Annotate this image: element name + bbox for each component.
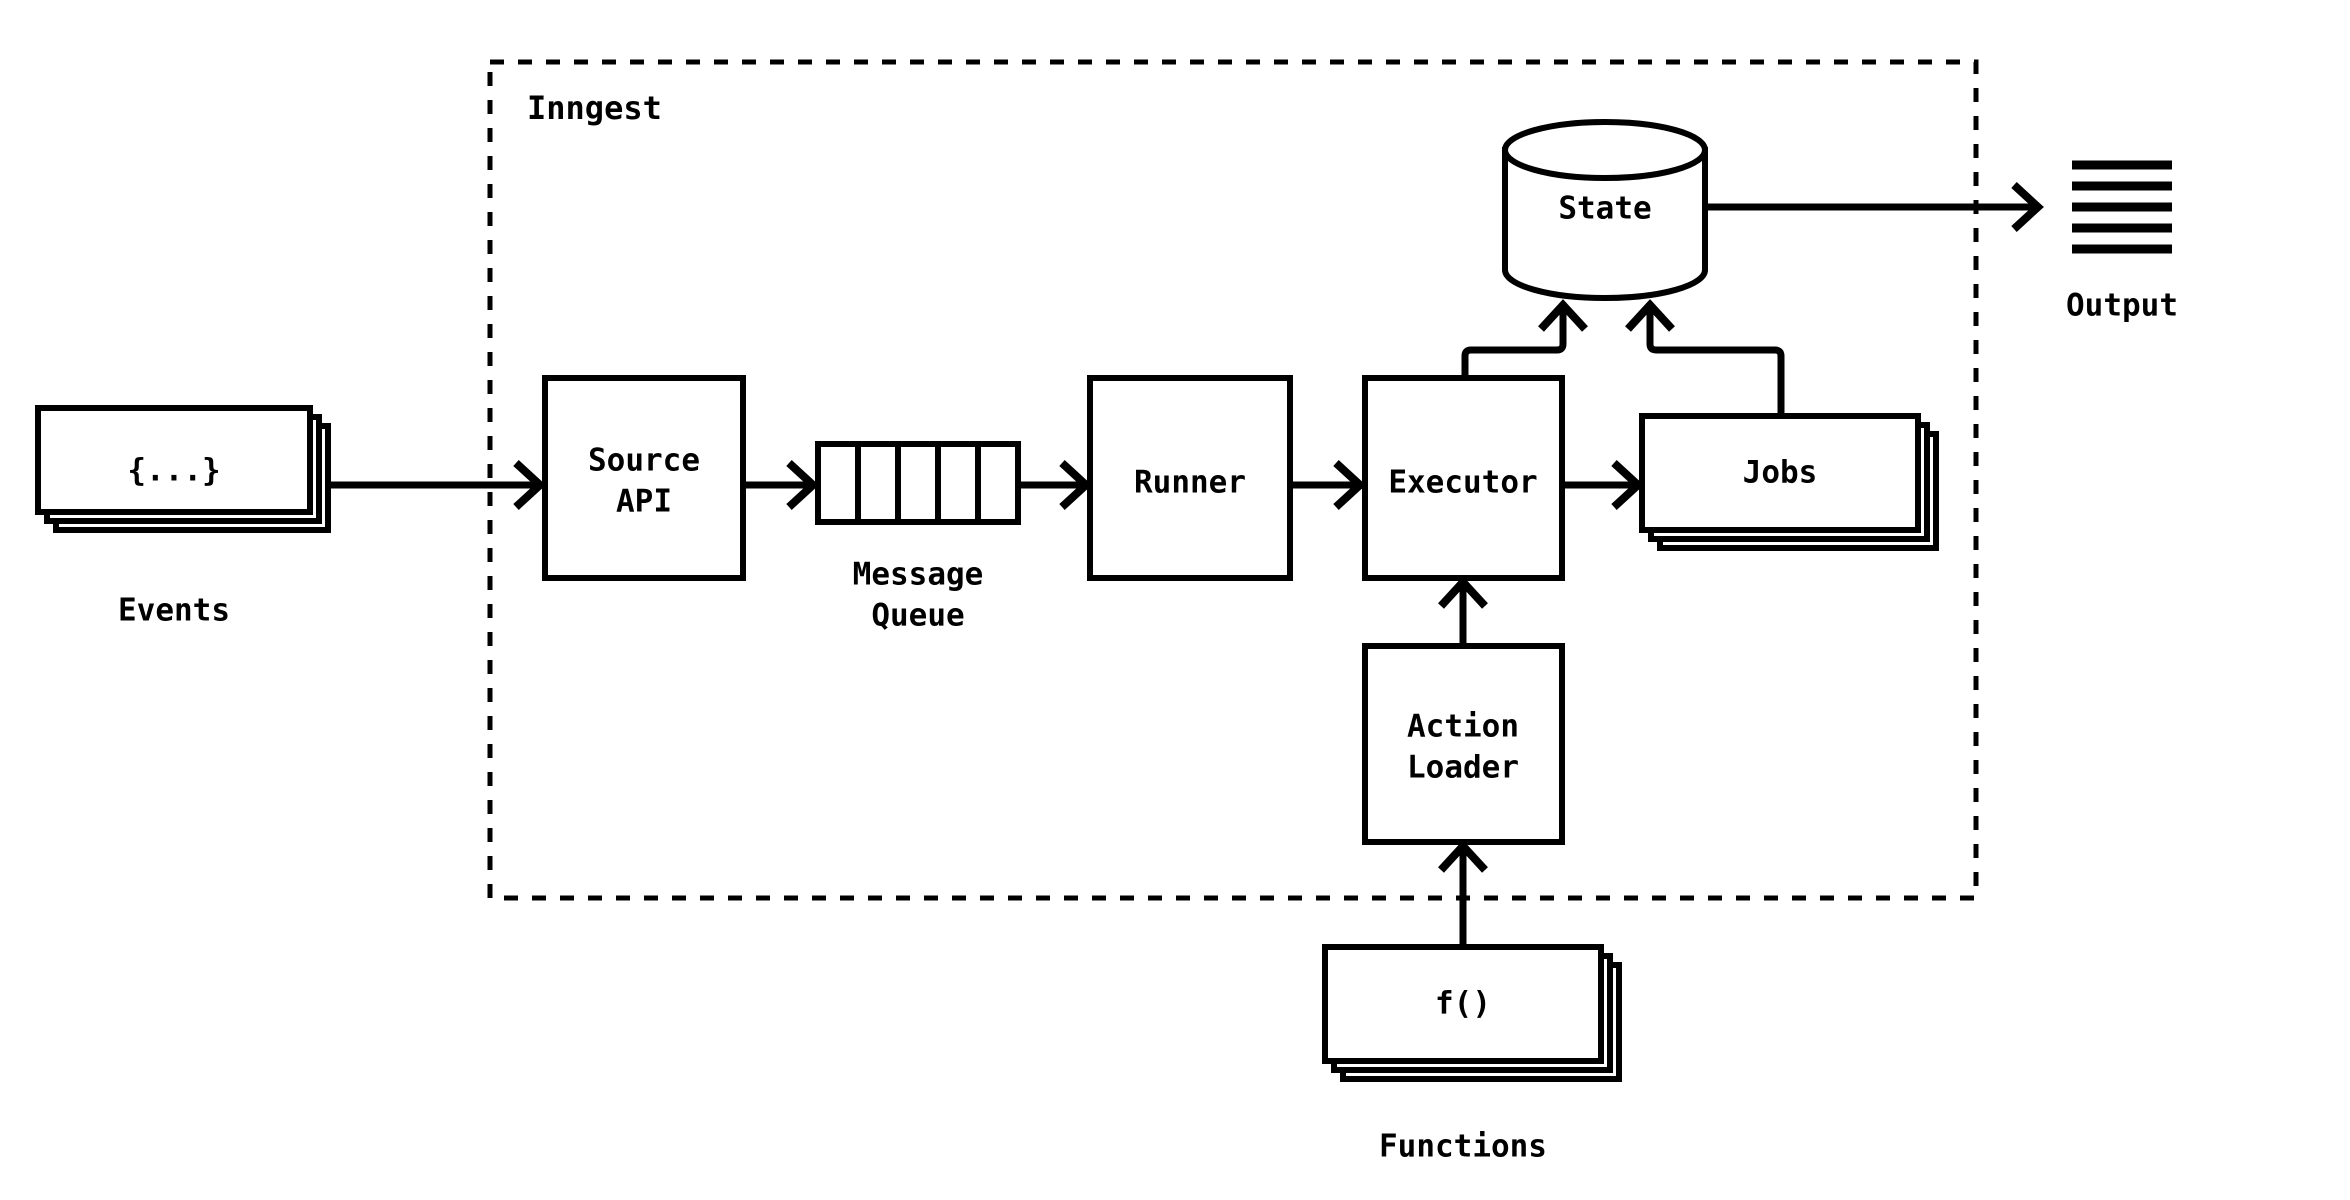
executor-node: Executor bbox=[1362, 375, 1565, 581]
jobs-node: Jobs bbox=[1639, 413, 1939, 551]
edge-state-to-output bbox=[1705, 182, 2044, 232]
executor-label: Executor bbox=[1388, 465, 1537, 501]
action-loader-label-line1: Action bbox=[1407, 709, 1519, 745]
edge-functions-to-action-loader bbox=[1438, 840, 1488, 947]
edge-runner-to-executor bbox=[1290, 460, 1366, 510]
edge-action-loader-to-executor bbox=[1438, 576, 1488, 646]
output-caption: Output bbox=[2066, 288, 2178, 324]
events-label: {...} bbox=[127, 453, 220, 489]
inngest-boundary-label: Inngest bbox=[527, 89, 662, 127]
inngest-boundary bbox=[487, 59, 1979, 901]
message-queue-caption-line1: Message bbox=[853, 557, 984, 593]
edge-jobs-to-state bbox=[1625, 299, 1785, 416]
output-icon bbox=[2072, 160, 2172, 254]
state-node: State bbox=[1502, 119, 1708, 301]
source-api-label-line1: Source bbox=[588, 443, 700, 479]
action-loader-label-line2: Loader bbox=[1407, 750, 1519, 786]
functions-node: f() bbox=[1322, 944, 1622, 1082]
edge-queue-to-runner bbox=[1018, 460, 1092, 510]
jobs-label: Jobs bbox=[1743, 455, 1818, 491]
edge-executor-to-jobs bbox=[1562, 460, 1644, 510]
functions-caption: Functions bbox=[1379, 1129, 1547, 1165]
source-api-label-line2: API bbox=[616, 484, 672, 520]
runner-label: Runner bbox=[1134, 465, 1246, 501]
message-queue-node bbox=[815, 441, 1021, 525]
edge-source-api-to-queue bbox=[743, 460, 819, 510]
source-api-node: Source API bbox=[542, 375, 746, 581]
events-caption: Events bbox=[118, 593, 230, 629]
edge-events-to-source-api bbox=[329, 460, 546, 510]
action-loader-node: Action Loader bbox=[1362, 643, 1565, 845]
message-queue-caption-line2: Queue bbox=[871, 598, 964, 634]
state-label: State bbox=[1558, 191, 1651, 227]
edge-executor-to-state bbox=[1461, 299, 1588, 378]
events-node: {...} bbox=[35, 405, 331, 533]
runner-node: Runner bbox=[1087, 375, 1293, 581]
functions-label: f() bbox=[1435, 986, 1491, 1022]
